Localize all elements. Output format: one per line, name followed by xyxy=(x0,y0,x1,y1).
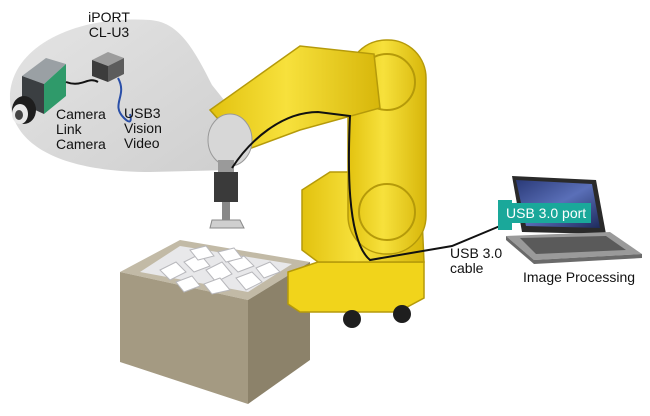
robot-horizontal-arm xyxy=(207,45,381,167)
iport-cl-u3-device-icon xyxy=(92,52,124,82)
iport-cl-u3-label: iPORT CL-U3 xyxy=(88,9,130,40)
camera-link-camera-label: Camera Link Camera xyxy=(56,106,106,152)
image-processing-label: Image Processing xyxy=(523,269,636,285)
usb3-vision-video-label: USB3 Vision Video xyxy=(124,105,162,151)
parts-box xyxy=(120,240,310,404)
camera-to-iport-cable xyxy=(65,79,99,85)
usb-3-0-cable xyxy=(231,110,501,262)
usb-cable-label: USB 3.0 cable xyxy=(450,245,503,276)
usb-port-label: USB 3.0 port xyxy=(501,203,592,223)
usb3-vision-cable xyxy=(117,77,132,123)
robot-end-effector xyxy=(209,160,245,229)
camera-link-camera-icon xyxy=(12,58,66,124)
